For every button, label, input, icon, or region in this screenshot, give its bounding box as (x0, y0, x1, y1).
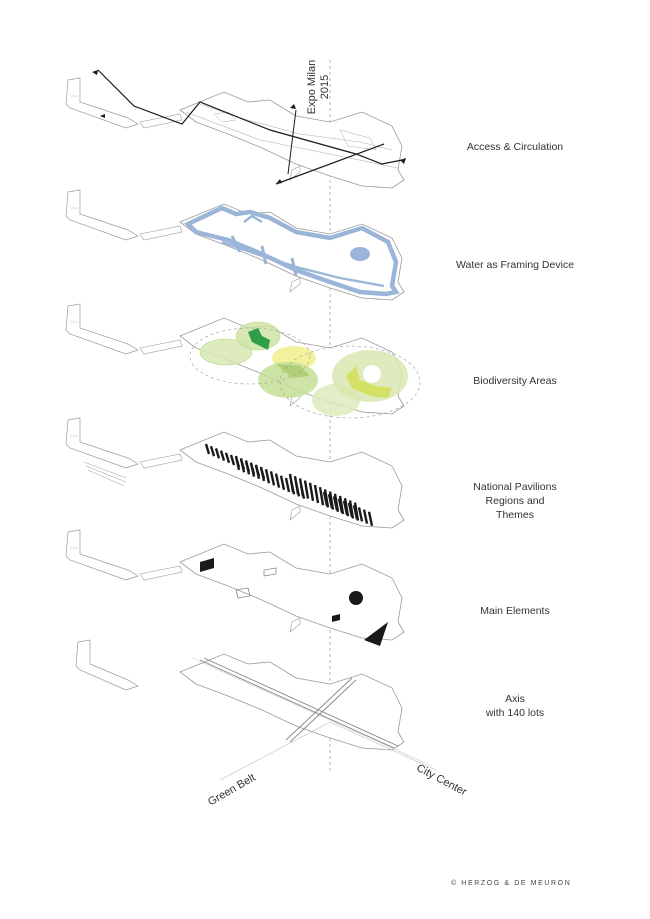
pavilion-bar (332, 496, 339, 511)
copyright-credit: © HERZOG & DE MEURON (451, 880, 572, 887)
pavilion-bar (239, 457, 246, 473)
layer-national-pavilions (65, 417, 405, 529)
pavilion-bar (318, 487, 325, 506)
pavilion-bar (293, 476, 300, 495)
pavilion-bar (337, 498, 344, 513)
pavilion-bar (264, 468, 271, 484)
pavilion-bar (204, 443, 211, 455)
pavilion-bar (224, 452, 231, 464)
pavilion-bar (357, 507, 364, 522)
pavilion-bar (347, 502, 354, 518)
pavilion-bar (303, 480, 310, 499)
lot-line (391, 747, 433, 767)
label-main-elements: Main Elements (480, 605, 550, 617)
pavilion-bar (274, 473, 281, 488)
layer-access-circulation (65, 69, 406, 189)
diagram-title: Expo Milan 2015 (306, 59, 331, 115)
label-biodiversity: Biodiversity Areas (473, 375, 557, 387)
pavilion-bar (214, 448, 221, 459)
green-belt-direction-line (219, 721, 331, 781)
pavilion-bar (342, 500, 349, 516)
pavilion-bar (269, 471, 276, 486)
pavilion-bar (322, 491, 329, 507)
pavilion-bar (229, 454, 236, 466)
pavilion-bar (313, 484, 320, 504)
pavilion-bar (234, 455, 241, 471)
pavilion-bar (254, 464, 261, 480)
pavilion-bar (367, 511, 374, 527)
pavilion-bar (284, 477, 291, 493)
label-axis-lots: Axis with 140 lots (485, 693, 545, 719)
label-access-circulation: Access & Circulation (466, 141, 564, 153)
pavilion-bar (279, 475, 286, 491)
label-national-pavilions: National Pavilions Regions and Themes (473, 481, 557, 521)
lot-hatch (191, 657, 433, 767)
pavilion-bars (204, 443, 374, 527)
pavilion-bar (249, 462, 256, 477)
pavilion-bar (298, 478, 305, 497)
label-water: Water as Framing Device (455, 259, 575, 271)
pavilion-bar (219, 450, 226, 461)
city-center-direction-line (329, 721, 437, 771)
pavilion-bar (209, 445, 216, 457)
pavilion-bar (288, 473, 295, 493)
layer-main-elements (65, 529, 405, 646)
pavilion-bar (352, 504, 359, 520)
layer-biodiversity (65, 303, 421, 419)
pavilion-bar (362, 509, 369, 524)
layer-water (65, 189, 405, 301)
pavilion-bar (244, 460, 251, 475)
pavilion-bar (308, 482, 315, 501)
pavilion-bar (259, 466, 266, 482)
pavilion-bar (327, 493, 334, 509)
layer-axis-lots (75, 639, 433, 767)
